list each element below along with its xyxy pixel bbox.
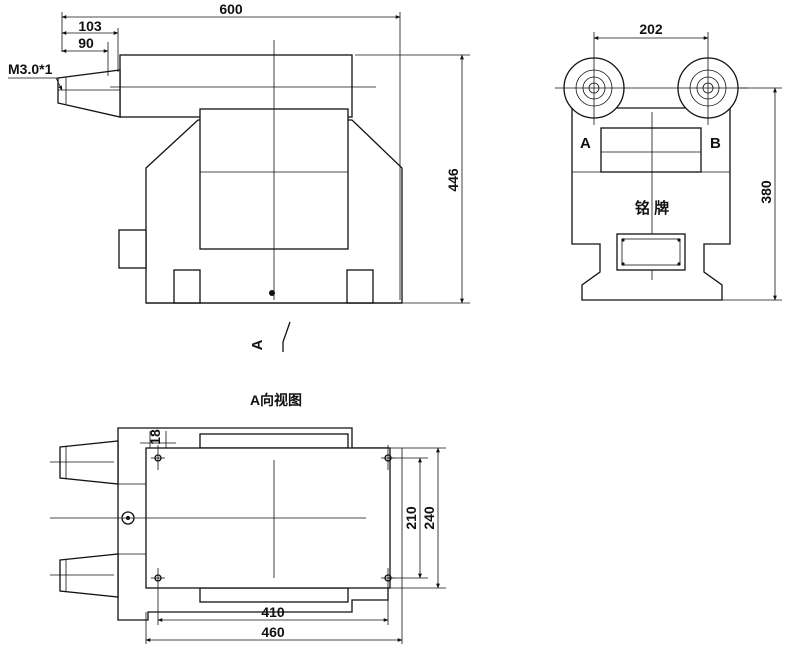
side-label-b: B bbox=[710, 135, 721, 152]
dim-18: 18 bbox=[147, 429, 163, 445]
front-terminal-bushing bbox=[57, 69, 121, 118]
nameplate-label: 铭 牌 bbox=[635, 199, 669, 217]
bottom-terminal-upper bbox=[59, 440, 119, 485]
dim-210: 210 bbox=[403, 506, 419, 530]
dim-446: 446 bbox=[445, 168, 461, 192]
nameplate bbox=[616, 233, 686, 271]
dim-410: 410 bbox=[261, 604, 285, 620]
bottom-top-tab bbox=[199, 433, 349, 449]
front-side-box bbox=[118, 229, 147, 269]
view-arrow: A bbox=[249, 321, 291, 352]
dim-202: 202 bbox=[639, 21, 663, 37]
bottom-view: A向视图 bbox=[50, 392, 446, 644]
dim-thread: M3.0*1 bbox=[8, 61, 53, 77]
dim-90: 90 bbox=[78, 35, 94, 51]
front-top-housing bbox=[119, 54, 353, 118]
front-view: 600 103 90 M3.0*1 446 bbox=[8, 1, 470, 304]
side-view: A B 铭 牌 202 380 bbox=[555, 21, 782, 301]
bottom-view-title: A向视图 bbox=[250, 392, 302, 408]
dim-460: 460 bbox=[261, 624, 285, 640]
dim-380: 380 bbox=[758, 180, 774, 204]
view-arrow-label: A bbox=[249, 339, 266, 350]
dim-600: 600 bbox=[219, 1, 243, 17]
bottom-ground-terminal bbox=[121, 511, 135, 525]
front-foot-left bbox=[173, 269, 201, 304]
bottom-bottom-tab bbox=[199, 587, 349, 603]
dim-240: 240 bbox=[421, 506, 437, 530]
side-label-a: A bbox=[580, 135, 591, 152]
ground-mark bbox=[269, 290, 275, 296]
front-foot-right bbox=[346, 269, 374, 304]
dim-103: 103 bbox=[78, 18, 102, 34]
bottom-terminal-lower bbox=[59, 553, 119, 598]
side-window bbox=[600, 127, 702, 173]
